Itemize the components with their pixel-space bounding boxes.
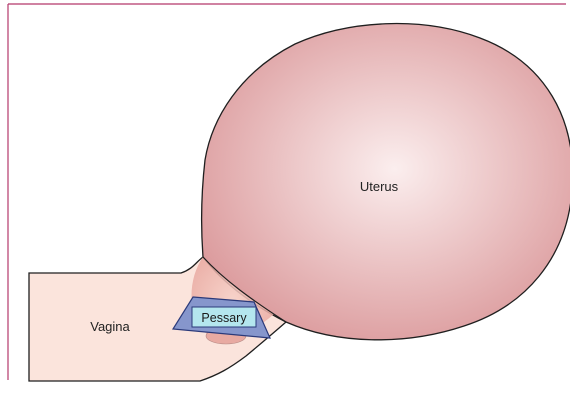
pessary-label: Pessary [201,311,247,325]
uterus-label: Uterus [360,179,399,194]
vagina-label: Vagina [90,319,130,334]
